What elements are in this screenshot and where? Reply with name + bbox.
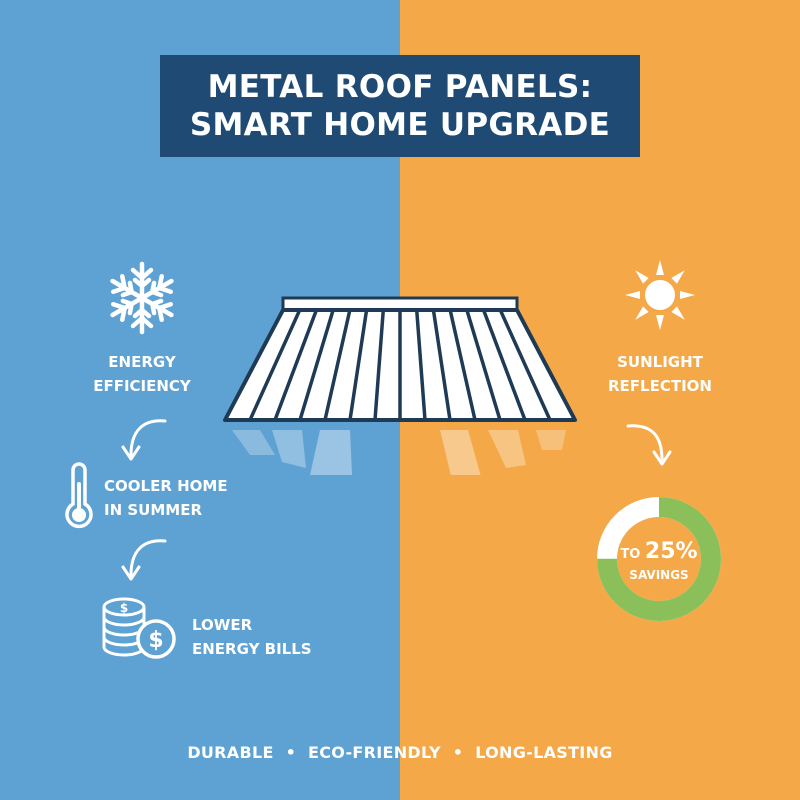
roof-rib [248,309,302,421]
sunlight-line-2: REFLECTION [608,377,712,395]
sunlight-line-1: SUNLIGHT [617,353,703,371]
cooler-home-label: COOLER HOME IN SUMMER [104,474,228,522]
coins-icon: $ $ [102,597,176,659]
snowflake-icon [102,261,182,338]
roof-rib [273,309,319,421]
lower-bills-line-1: LOWER [192,616,253,634]
footer-features: DURABLE • ECO-FRIENDLY • LONG-LASTING [0,743,800,762]
separator-dot: • [452,743,464,762]
savings-text: TO 25% SAVINGS [600,540,718,583]
donut-chart-icon [597,497,721,621]
savings-prefix: TO [620,547,641,562]
svg-text:$: $ [120,601,128,615]
separator-dot: • [285,743,297,762]
cooler-home-line-1: COOLER HOME [104,477,228,495]
energy-efficiency-line-2: EFFICIENCY [93,377,191,395]
roof-rib [323,309,352,421]
sun-icon [625,260,695,330]
roof-rib [348,309,369,421]
savings-value-line: TO 25% [600,540,718,567]
reflection-rays [232,430,566,475]
thermometer-icon [65,462,93,529]
lower-bills-line-2: ENERGY BILLS [192,640,312,658]
roof-rib [414,309,427,421]
curved-arrow-icon [121,419,167,461]
savings-value: 25% [644,539,698,564]
roof-rib [431,309,452,421]
energy-efficiency-label: ENERGY EFFICIENCY [80,350,204,398]
donut-progress-arc [597,497,721,621]
roof-rib [498,309,552,421]
energy-efficiency-line-1: ENERGY [108,353,176,371]
title-line-1: METAL ROOF PANELS: [207,69,593,105]
feature-eco-friendly: ECO-FRIENDLY [308,743,441,762]
roof-rib [373,309,386,421]
curved-arrow-icon [626,424,672,466]
svg-text:$: $ [148,628,163,653]
title-banner: METAL ROOF PANELS: SMART HOME UPGRADE [160,55,640,157]
roof-rib [448,309,477,421]
title-line-2: SMART HOME UPGRADE [189,107,611,143]
roof-rib [481,309,527,421]
roof-rib [465,309,502,421]
savings-label: SAVINGS [629,568,689,582]
cooler-home-line-2: IN SUMMER [104,501,202,519]
curved-arrow-icon [121,539,167,581]
metal-roof-icon [223,296,577,475]
roof-rib [298,309,335,421]
feature-durable: DURABLE [187,743,274,762]
lower-bills-label: LOWER ENERGY BILLS [192,613,312,661]
feature-long-lasting: LONG-LASTING [475,743,613,762]
sunlight-label: SUNLIGHT REFLECTION [598,350,722,398]
